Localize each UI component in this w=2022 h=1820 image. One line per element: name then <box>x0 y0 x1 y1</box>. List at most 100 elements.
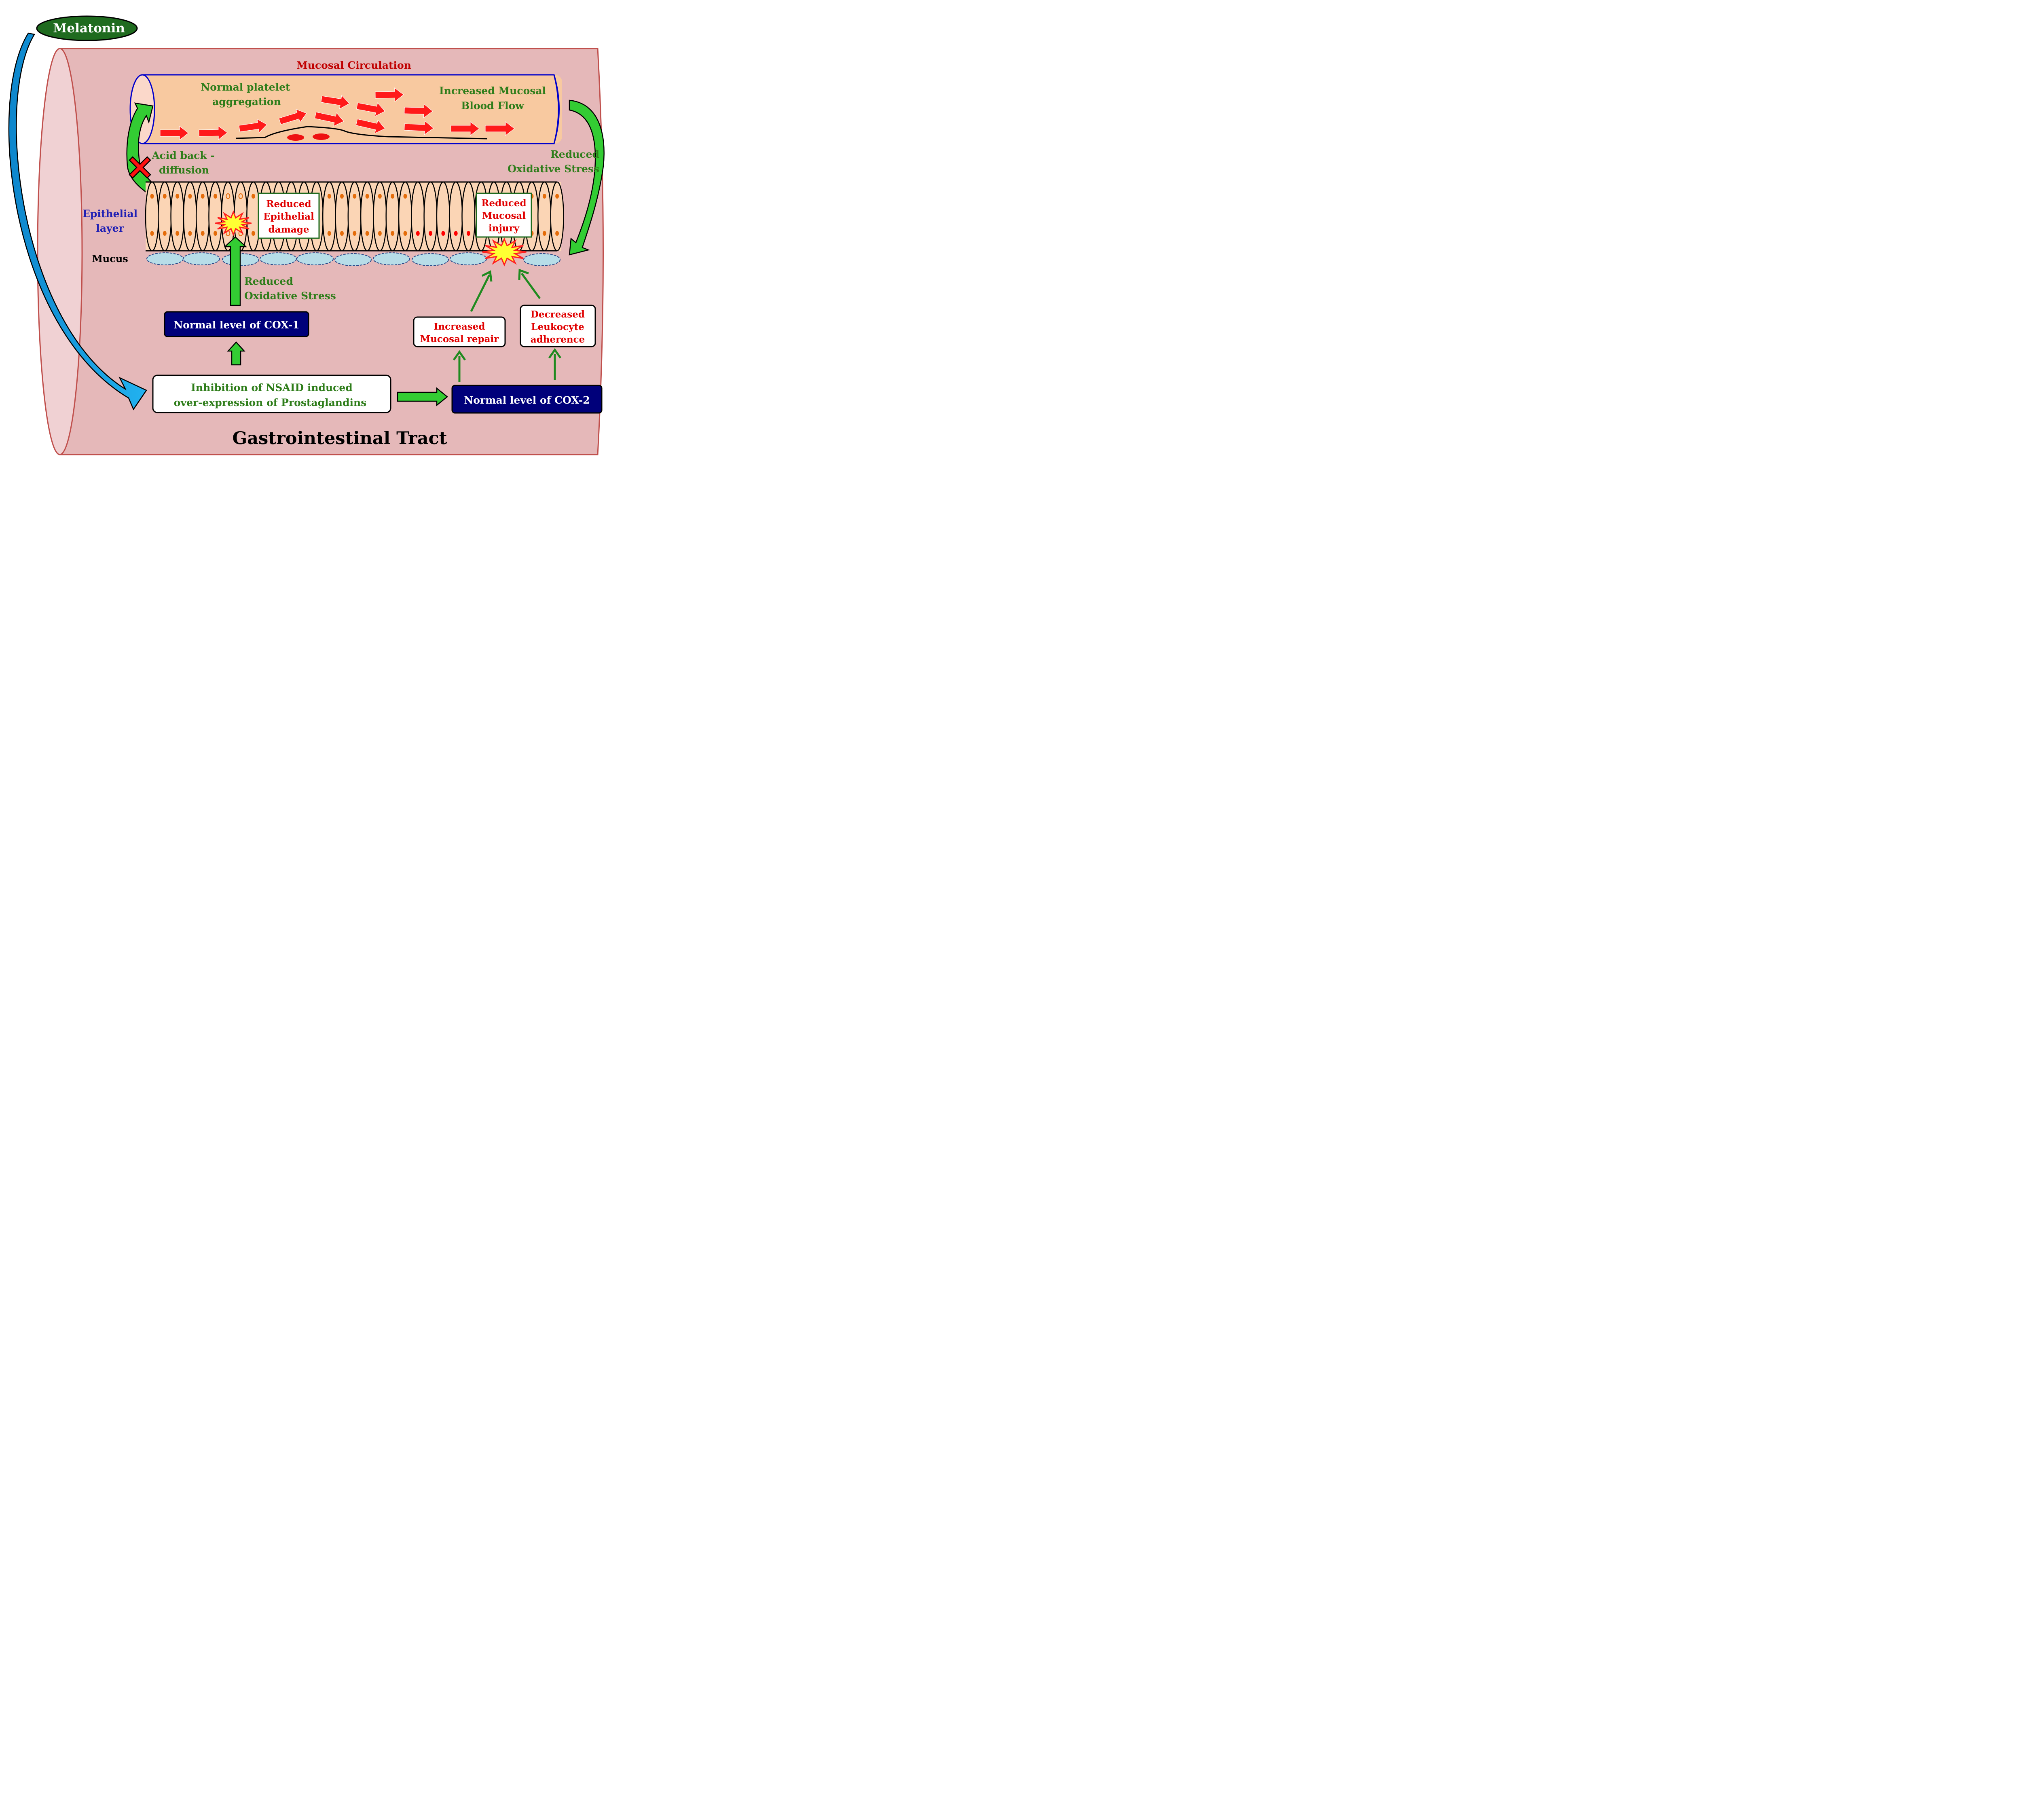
mucus-blob <box>334 253 372 266</box>
epithelial-cell <box>360 181 374 252</box>
oxidative-right-line-1: Reduced <box>550 148 599 160</box>
leukocyte-box: Decreased Leukocyte adherence <box>520 305 596 347</box>
cell-nucleus <box>441 231 445 236</box>
acid-line-2: diffusion <box>159 164 209 176</box>
red-blood-cell <box>287 134 304 141</box>
cell-nucleus <box>188 231 192 236</box>
cell-nucleus <box>353 194 357 199</box>
nsaid-box: Inhibition of NSAID induced over-express… <box>152 375 391 413</box>
leukocyte-line-2: Leukocyte <box>531 322 584 332</box>
epithelial-cell <box>398 181 412 252</box>
epithelial-damage-line-1: Reduced <box>266 199 311 210</box>
cell-nucleus <box>340 194 344 199</box>
mucus-blob <box>183 252 220 265</box>
red-blood-cell <box>313 133 330 140</box>
cox1-to-epithelium-arrow <box>223 236 247 306</box>
mucus-blob <box>260 252 297 265</box>
arrow-head-repair-injury <box>481 270 493 282</box>
cell-nucleus <box>226 193 231 199</box>
epithelial-cell <box>335 181 349 252</box>
diagram-canvas: Melatonin Mucosal Circulation Normal pla… <box>0 0 634 476</box>
blood-flow-arrow <box>356 102 385 117</box>
page-title: Gastrointestinal Tract <box>232 428 447 449</box>
leukocyte-line-1: Decreased <box>531 309 585 320</box>
epithelial-cell <box>373 181 387 252</box>
arrow-head-repair <box>453 350 466 361</box>
platelet-line-1: Normal platelet <box>201 81 290 93</box>
cox2-label: Normal level of COX-2 <box>464 394 590 406</box>
cell-nucleus <box>378 194 382 199</box>
mucus-label: Mucus <box>92 253 128 265</box>
epithelial-cell <box>448 181 463 252</box>
blood-flow-arrow <box>239 119 267 133</box>
epithelial-cell <box>170 181 184 252</box>
cell-nucleus <box>176 194 180 199</box>
epithelial-damage-line-3: damage <box>269 224 309 235</box>
nsaid-to-cox1-arrow <box>227 341 245 366</box>
epithelial-cell <box>183 181 197 252</box>
cox2-box: Normal level of COX-2 <box>451 385 603 414</box>
mucus-blob <box>373 252 410 265</box>
nsaid-line-2: over-expression of Prostaglandins <box>174 397 366 408</box>
epithelial-cell <box>411 181 425 252</box>
epithelial-damage-line-2: Epithelial <box>263 211 314 222</box>
oxidative-mid-line-2: Oxidative Stress <box>244 290 336 302</box>
blood-flow-arrow <box>451 121 480 136</box>
epithelial-cell <box>537 181 552 252</box>
cell-nucleus <box>429 231 433 236</box>
cell-nucleus <box>214 194 217 199</box>
blood-flow-arrow <box>485 121 515 136</box>
cell-nucleus <box>176 231 180 236</box>
cell-nucleus <box>454 231 458 236</box>
cell-nucleus <box>365 194 369 199</box>
arrow-head-leukocyte-injury <box>518 269 529 280</box>
melatonin-label: Melatonin <box>53 21 125 36</box>
mucosal-injury-line-1: Reduced <box>481 198 526 209</box>
blood-flow-arrow <box>355 119 385 134</box>
epithelial-cell <box>145 181 159 252</box>
injury-starburst-icon <box>215 210 252 237</box>
cell-nucleus <box>238 193 243 199</box>
mucosal-injury-line-3: injury <box>489 223 520 234</box>
mucus-blob <box>523 253 560 266</box>
oxidative-mid-line-1: Reduced <box>244 275 293 287</box>
cell-nucleus <box>391 231 395 236</box>
leukocyte-line-3: adherence <box>531 334 585 345</box>
mucosal-injury-box: Reduced Mucosal injury <box>476 193 532 238</box>
platelet-line-2: aggregation <box>212 96 281 108</box>
mucosal-circulation-title: Mucosal Circulation <box>296 59 411 71</box>
thin-green-arrows <box>453 269 562 382</box>
epithelial-label-1: Epithelial <box>82 208 137 220</box>
cell-nucleus <box>542 231 546 236</box>
mucus-blob <box>450 252 487 265</box>
cell-nucleus <box>467 231 470 236</box>
epithelial-cell <box>550 181 564 252</box>
cell-nucleus <box>163 194 167 199</box>
cell-nucleus <box>542 194 546 199</box>
cell-nucleus <box>150 231 154 236</box>
gi-tract-cylinder <box>37 48 604 455</box>
blood-flow-line-2: Blood Flow <box>461 100 525 112</box>
cell-nucleus <box>340 231 344 236</box>
cell-nucleus <box>163 231 167 236</box>
nsaid-line-1: Inhibition of NSAID induced <box>191 382 353 394</box>
epithelial-cell <box>322 181 336 252</box>
blood-flow-arrow <box>160 125 189 141</box>
epithelial-cell <box>385 181 400 252</box>
cell-nucleus <box>251 231 255 236</box>
epithelial-cell <box>423 181 438 252</box>
mucus-layer <box>146 252 560 266</box>
cell-nucleus <box>403 231 407 236</box>
mucus-blob <box>296 252 334 265</box>
epithelial-cell <box>347 181 362 252</box>
blood-flow-arrows <box>160 87 515 141</box>
cell-nucleus <box>353 231 357 236</box>
cox1-label: Normal level of COX-1 <box>173 319 299 331</box>
blood-flow-arrow <box>375 87 404 102</box>
epithelial-cell <box>195 181 210 252</box>
mucosal-repair-box: Increased Mucosal repair <box>413 316 506 347</box>
melatonin-node: Melatonin <box>36 15 138 41</box>
blocked-x-icon <box>129 156 151 179</box>
mucosal-repair-line-1: Increased <box>434 321 485 332</box>
blood-flow-arrow <box>279 109 307 125</box>
